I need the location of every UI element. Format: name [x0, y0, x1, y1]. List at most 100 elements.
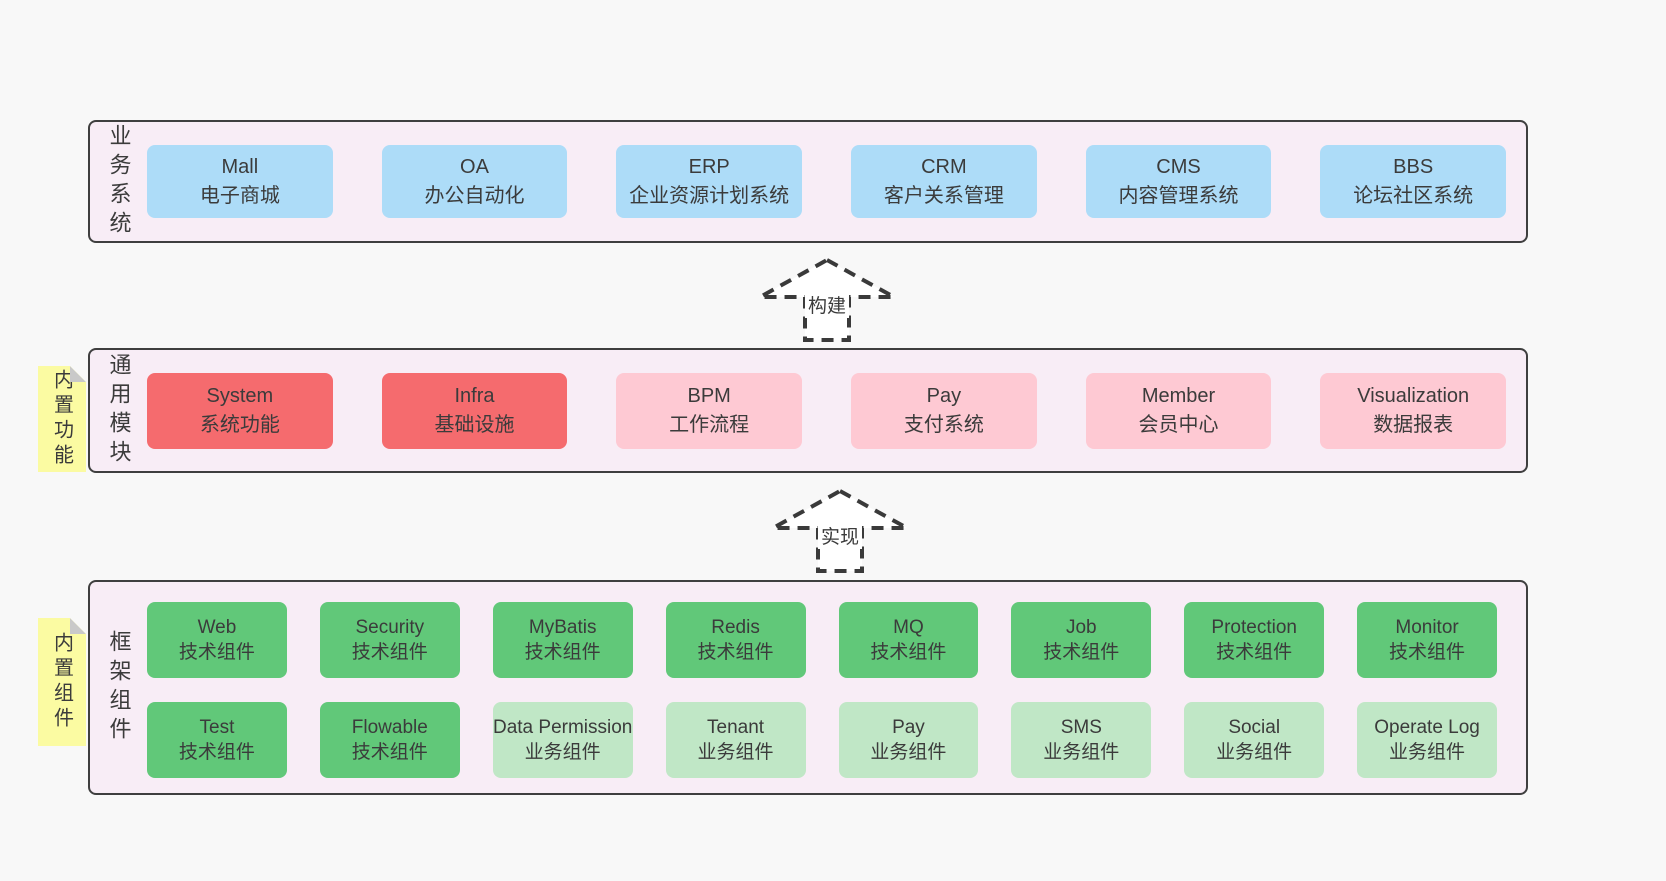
box-crm-subtitle: 客户关系管理: [883, 184, 1004, 207]
box-redis-title: Redis: [711, 616, 760, 638]
box-mq: MQ 技术组件: [838, 602, 979, 678]
box-security: Security 技术组件: [319, 602, 460, 678]
box-web: Web 技术组件: [147, 602, 287, 678]
box-sms: SMS 业务组件: [1011, 702, 1152, 778]
box-system: System 系统功能: [147, 372, 333, 449]
box-infra-subtitle: 基础设施: [434, 413, 515, 436]
box-pay-module-subtitle: 支付系统: [903, 413, 984, 436]
box-data-permission-title: Data Permission: [492, 716, 633, 738]
box-tenant-title: Tenant: [707, 716, 765, 738]
box-social: Social 业务组件: [1184, 702, 1325, 778]
box-pay-component-title: Pay: [892, 716, 925, 738]
box-bpm-subtitle: 工作流程: [669, 413, 750, 436]
box-crm: CRM 客户关系管理: [851, 145, 1037, 218]
box-mall-subtitle: 电子商城: [199, 184, 280, 207]
sticky-built-in-features-text: 内置功能: [50, 369, 73, 469]
box-mq-title: MQ: [893, 616, 924, 638]
box-protection: Protection 技术组件: [1184, 602, 1325, 678]
box-data-permission: Data Permission 业务组件: [492, 702, 633, 778]
panel-common-modules: 通用模块 System 系统功能 Infra 基础设施 BPM 工作流程 Pay…: [88, 348, 1528, 473]
box-bpm: BPM 工作流程: [616, 372, 803, 449]
box-test-subtitle: 技术组件: [178, 742, 255, 763]
box-infra: Infra 基础设施: [381, 372, 568, 449]
box-job: Job 技术组件: [1011, 602, 1152, 678]
box-bbs-title: BBS: [1393, 155, 1434, 178]
sticky-built-in-features: 内置功能: [38, 366, 86, 472]
box-cms-title: CMS: [1156, 155, 1201, 178]
box-cms: CMS 内容管理系统: [1085, 145, 1272, 218]
box-bpm-title: BPM: [687, 384, 731, 407]
box-pay-component: Pay 业务组件: [838, 702, 979, 778]
box-mall-title: Mall: [221, 155, 259, 178]
box-monitor-title: Monitor: [1395, 616, 1459, 638]
box-mybatis-subtitle: 技术组件: [524, 642, 601, 663]
panel-framework-side-label-text: 框架组件: [106, 629, 132, 746]
box-test-title: Test: [199, 716, 235, 738]
arrow-build-label: 构建: [804, 291, 850, 318]
panel-modules-side-label: 通用模块: [90, 350, 147, 471]
box-bbs: BBS 论坛社区系统: [1320, 145, 1507, 218]
panel-business-side-label: 业务系统: [90, 122, 147, 241]
box-operate-log-title: Operate Log: [1374, 716, 1480, 738]
box-sms-title: SMS: [1060, 716, 1102, 738]
box-redis: Redis 技术组件: [665, 602, 806, 678]
box-web-title: Web: [197, 616, 237, 638]
panel-framework-components: 框架组件 Web 技术组件 Security 技术组件 MyBatis 技术组件…: [88, 580, 1528, 795]
box-pay-module-title: Pay: [926, 384, 962, 407]
box-crm-title: CRM: [921, 155, 967, 178]
box-tenant: Tenant 业务组件: [665, 702, 806, 778]
box-mq-subtitle: 技术组件: [870, 642, 947, 663]
box-flowable-subtitle: 技术组件: [351, 742, 428, 763]
sticky-built-in-components: 内置组件: [38, 618, 86, 746]
sticky-built-in-components-text: 内置组件: [50, 632, 73, 732]
box-data-permission-subtitle: 业务组件: [524, 742, 601, 763]
panel-business-side-label-text: 业务系统: [106, 123, 132, 240]
box-member-subtitle: 会员中心: [1138, 413, 1219, 436]
framework-boxes-grid: Web 技术组件 Security 技术组件 MyBatis 技术组件 Redi…: [147, 582, 1526, 793]
box-security-title: Security: [355, 616, 425, 638]
sticky-fold-corner: [70, 618, 86, 634]
box-pay-component-subtitle: 业务组件: [870, 742, 947, 763]
box-monitor-subtitle: 技术组件: [1389, 642, 1466, 663]
box-flowable-title: Flowable: [351, 716, 428, 738]
box-bbs-subtitle: 论坛社区系统: [1353, 184, 1474, 207]
arrow-implement: 实现: [770, 488, 910, 574]
box-sms-subtitle: 业务组件: [1043, 742, 1120, 763]
panel-modules-side-label-text: 通用模块: [106, 352, 132, 469]
box-protection-subtitle: 技术组件: [1216, 642, 1293, 663]
box-job-title: Job: [1065, 616, 1097, 638]
box-test: Test 技术组件: [147, 702, 287, 778]
panel-business-systems: 业务系统 Mall 电子商城 OA 办公自动化 ERP 企业资源计划系统 CRM…: [88, 120, 1528, 243]
sticky-fold-corner: [70, 366, 86, 382]
box-visualization-title: Visualization: [1357, 384, 1470, 407]
panel-framework-side-label: 框架组件: [90, 582, 147, 793]
box-erp-subtitle: 企业资源计划系统: [629, 184, 790, 207]
box-operate-log: Operate Log 业务组件: [1357, 702, 1497, 778]
arrow-build: 构建: [757, 257, 897, 343]
box-pay-module: Pay 支付系统: [851, 372, 1037, 449]
box-security-subtitle: 技术组件: [351, 642, 428, 663]
box-job-subtitle: 技术组件: [1043, 642, 1120, 663]
box-protection-title: Protection: [1211, 616, 1297, 638]
module-boxes-row: System 系统功能 Infra 基础设施 BPM 工作流程 Pay 支付系统…: [147, 350, 1526, 471]
box-operate-log-subtitle: 业务组件: [1389, 742, 1466, 763]
box-social-subtitle: 业务组件: [1216, 742, 1293, 763]
box-member: Member 会员中心: [1085, 372, 1272, 449]
arrow-implement-label: 实现: [817, 522, 863, 549]
business-boxes-row: Mall 电子商城 OA 办公自动化 ERP 企业资源计划系统 CRM 客户关系…: [147, 122, 1526, 241]
box-mall: Mall 电子商城: [147, 145, 333, 218]
box-visualization: Visualization 数据报表: [1320, 372, 1507, 449]
box-visualization-subtitle: 数据报表: [1373, 413, 1454, 436]
box-erp-title: ERP: [688, 155, 730, 178]
box-mybatis-title: MyBatis: [528, 616, 597, 638]
box-redis-subtitle: 技术组件: [697, 642, 774, 663]
box-social-title: Social: [1228, 716, 1281, 738]
box-monitor: Monitor 技术组件: [1357, 602, 1497, 678]
box-system-subtitle: 系统功能: [199, 413, 280, 436]
box-member-title: Member: [1141, 384, 1216, 407]
box-cms-subtitle: 内容管理系统: [1118, 184, 1239, 207]
box-mybatis: MyBatis 技术组件: [492, 602, 633, 678]
box-erp: ERP 企业资源计划系统: [616, 145, 803, 218]
box-oa-title: OA: [460, 155, 489, 178]
box-flowable: Flowable 技术组件: [319, 702, 460, 778]
